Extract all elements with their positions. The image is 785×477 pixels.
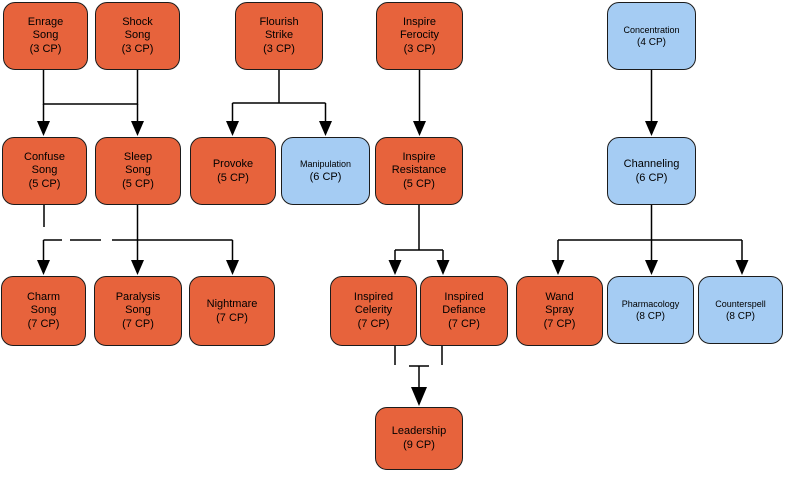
skill-cost: (3 CP) [121,43,154,55]
skill-node-manipulation[interactable]: Manipulation (6 CP) [281,137,370,205]
skill-cost: (8 CP) [636,310,665,322]
connector-ferocity-to-resistance [413,70,426,136]
skill-node-nightmare[interactable]: Nightmare(7 CP) [189,276,275,346]
skill-cost: (7 CP) [216,311,248,324]
skill-name-line: Ferocity [399,29,440,41]
skill-name-line: Song [125,164,151,176]
skill-cost: (9 CP) [403,439,435,451]
skill-cost: (6 CP) [635,171,668,184]
connector-concentration-to-channeling [645,70,658,136]
skill-name-line: Paralysis [115,291,161,303]
skill-cost: (7 CP) [357,318,390,330]
skill-name-line: Inspired [353,291,394,303]
skill-node-pharmacology[interactable]: Pharmacology(8 CP) [607,276,694,344]
skill-cost: (5 CP) [28,178,61,190]
skill-node-channeling[interactable]: Channeling(6 CP) [607,137,696,205]
skill-name-line: Channeling [623,157,680,170]
connector-resistance-to-inspired [388,205,450,275]
skill-node-leadership[interactable]: Leadership (9 CP) [375,407,463,470]
connector-inspired-to-leadership [394,346,443,406]
skill-name-line: Defiance [442,304,486,316]
skill-cost: (3 CP) [263,43,295,55]
skill-name-line: Spray [545,304,574,316]
skill-name-line: Song [32,29,59,41]
skill-cost: (5 CP) [122,178,154,190]
skill-name-line: Nightmare [206,297,258,310]
skill-cost: (4 CP) [637,36,666,48]
skill-name-line: Song [31,164,58,176]
skill-name-line: Enrage [27,16,64,28]
connector-enrage-shock-to-confuse-sleep [37,70,144,136]
skill-cost: (3 CP) [29,43,62,55]
skill-name-line: Counterspell [715,298,766,309]
skill-node-concentration[interactable]: Concentration(4 CP) [607,2,696,70]
skill-name-line: Song [30,304,57,316]
connector-songs-to-row3 [37,205,239,275]
skill-cost: (7 CP) [543,318,576,330]
skill-name-line: Provoke [212,157,254,170]
skill-cost: (5 CP) [217,171,249,184]
skill-name-line: Manipulation [299,159,352,169]
skill-name-line: Inspire [402,16,437,28]
skill-name-line: Shock [122,16,153,28]
skill-name-line: Wand [545,291,574,303]
skill-name-line: Confuse [24,151,65,163]
skill-name-line: Leadership [391,425,447,437]
skill-cost: (3 CP) [403,43,436,55]
skill-name-line: Song [125,304,151,316]
skill-cost: (7 CP) [122,318,154,330]
skill-node-provoke[interactable]: Provoke(5 CP) [190,137,276,205]
skill-cost: (8 CP) [726,310,755,322]
skill-node-counterspell[interactable]: Counterspell(8 CP) [698,276,783,344]
skill-name-line: Resistance [391,164,447,176]
skill-cost: (5 CP) [403,178,435,190]
skill-name-line: Strike [264,29,294,41]
skill-cost: (7 CP) [448,318,480,330]
skill-name-line: Pharmacology [621,298,680,309]
skill-name-line: Inspire [402,151,436,163]
skill-cost: (7 CP) [27,318,60,330]
skill-cost: (6 CP) [309,171,342,183]
skill-name-line: Flourish [259,16,299,28]
skill-name-line: Sleep [123,151,153,163]
connector-flourish-to-provoke-manipulation [226,70,332,136]
connector-channeling-to-row3 [551,205,749,275]
skill-name-line: Inspired [444,291,484,303]
skill-name-line: Concentration [623,24,680,35]
skill-name-line: Song [124,29,151,41]
skill-name-line: Celerity [354,304,393,316]
skill-name-line: Charm [26,291,60,303]
